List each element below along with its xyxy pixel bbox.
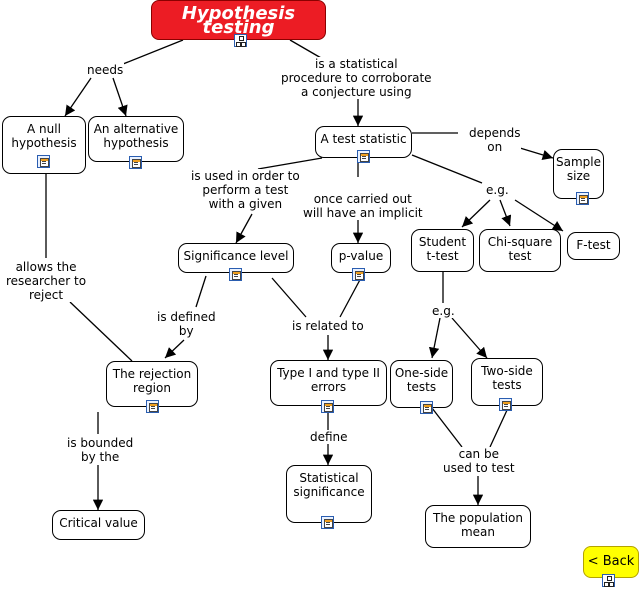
chi-square-test-node[interactable]: Chi-square test (479, 229, 561, 272)
document-icon[interactable] (499, 398, 512, 411)
link-label-allows-reject: allows the researcher to reject (5, 260, 88, 302)
document-icon[interactable] (352, 268, 365, 281)
document-icon[interactable] (420, 401, 433, 414)
sample-size-label: Sample size (556, 155, 601, 183)
critical-value-label: Critical value (59, 516, 138, 530)
population-mean-label: The population mean (433, 511, 523, 539)
link-label-procedure: is a statistical procedure to corroborat… (280, 57, 433, 99)
test-statistic-label: A test statistic (320, 132, 407, 146)
back-button-label: < Back (587, 554, 635, 569)
f-test-label: F-test (576, 238, 611, 252)
link-label-used-in-order: is used in order to perform a test with … (190, 169, 301, 211)
link-label-once-carried-out: once carried out will have an implicit (302, 192, 424, 220)
rejection-region-label: The rejection region (112, 367, 192, 395)
hypothesis-testing-node[interactable]: Hypothesis testing (151, 0, 326, 40)
document-icon[interactable] (129, 156, 142, 169)
hypothesis-testing-title: Hypothesis testing (181, 3, 296, 38)
document-icon[interactable] (229, 268, 242, 281)
link-label-eg-sides: e.g. (431, 304, 456, 318)
rejection-region-node[interactable]: The rejection region (106, 361, 198, 407)
link-label-depends-on: depends on (468, 126, 522, 154)
back-button[interactable]: < Back (583, 546, 639, 578)
null-hypothesis-node[interactable]: A null hypothesis (2, 116, 86, 174)
document-icon[interactable] (576, 192, 589, 205)
sample-size-node[interactable]: Sample size (553, 149, 604, 199)
statistical-significance-label: Statistical significance (293, 471, 365, 499)
type-errors-label: Type I and type II errors (277, 366, 380, 394)
test-statistic-node[interactable]: A test statistic (315, 126, 412, 158)
document-icon[interactable] (357, 150, 370, 163)
chi-square-test-label: Chi-square test (487, 235, 553, 263)
alternative-hypothesis-node[interactable]: An alternative hypothesis (88, 116, 184, 162)
alternative-hypothesis-label: An alternative hypothesis (93, 122, 179, 150)
student-t-test-label: Student t-test (418, 235, 467, 263)
document-icon[interactable] (146, 400, 159, 413)
link-label-is-defined-by: is defined by (156, 310, 217, 338)
f-test-node[interactable]: F-test (567, 232, 620, 260)
p-value-label: p-value (338, 249, 384, 263)
document-icon[interactable] (321, 516, 334, 529)
one-side-tests-label: One-side tests (394, 366, 449, 394)
link-label-eg-tests: e.g. (485, 183, 510, 197)
link-label-needs: needs (86, 63, 125, 77)
null-hypothesis-label: A null hypothesis (11, 122, 77, 150)
link-label-define: define (309, 430, 349, 444)
link-label-is-bounded-by: is bounded by the (66, 436, 135, 464)
concept-map-icon[interactable] (234, 34, 247, 47)
population-mean-node[interactable]: The population mean (425, 505, 531, 548)
one-side-tests-node[interactable]: One-side tests (390, 360, 453, 408)
concept-map-icon[interactable] (602, 574, 615, 587)
document-icon[interactable] (37, 155, 50, 168)
critical-value-node[interactable]: Critical value (52, 510, 145, 540)
link-label-can-be-used: can be used to test (442, 447, 516, 475)
two-side-tests-label: Two-side tests (481, 364, 533, 392)
document-icon[interactable] (321, 400, 334, 413)
student-t-test-node[interactable]: Student t-test (411, 229, 474, 272)
statistical-significance-node[interactable]: Statistical significance (286, 465, 372, 523)
significance-level-label: Significance level (183, 249, 289, 263)
link-label-is-related-to: is related to (291, 319, 365, 333)
type-errors-node[interactable]: Type I and type II errors (270, 360, 387, 406)
